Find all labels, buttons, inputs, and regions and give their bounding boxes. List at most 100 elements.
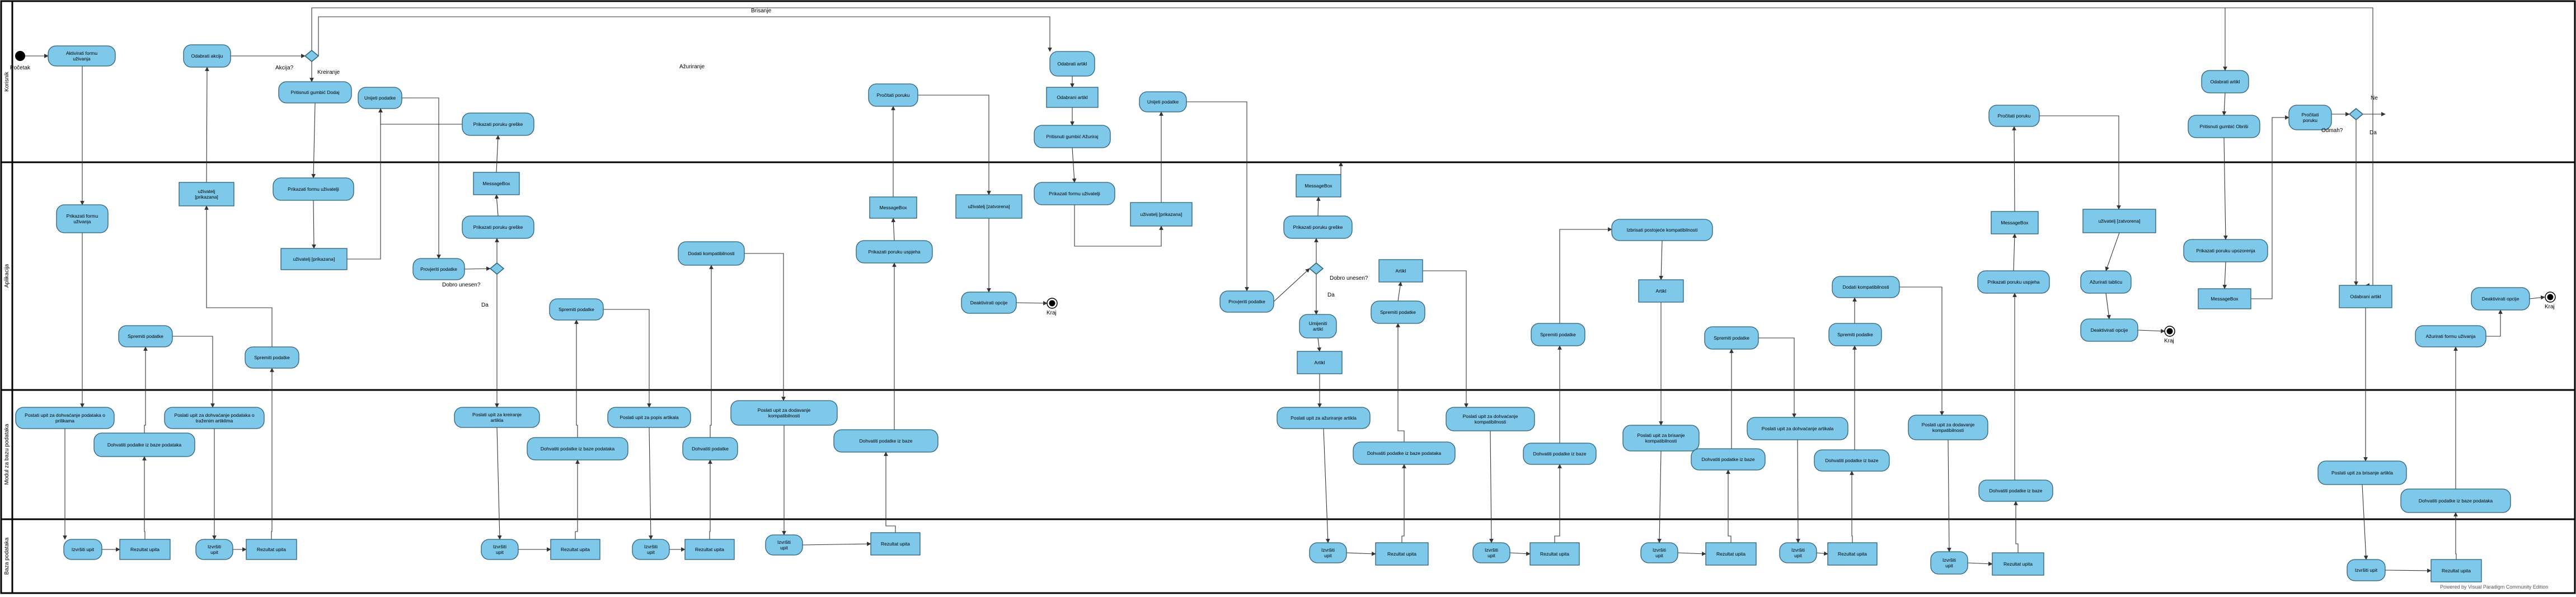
activity-node-n14: Pritisnuti gumbić Dodaj [278,81,352,104]
node-shape [2198,288,2251,309]
node-label: Prikazati poruku upozorenja [2196,248,2255,253]
lane-label-korisnik: Korisnik [4,71,10,92]
control-flow [2105,232,2120,271]
node-label: Provjeriti podatke [1228,299,1265,304]
node-shape [358,87,402,109]
node-label: Spremiti podatke [254,355,290,360]
node-label: uživatelj [zatvorena] [968,204,1010,209]
activity-node-n45: uživatelj [prikazana] [1130,202,1193,227]
control-flow [1423,270,1468,408]
activity-node-n38: Pročitati poruku [868,83,918,107]
node-shape [1827,542,1878,566]
node-label: uživatelj [prikazana] [293,256,335,262]
control-flow [1509,551,1531,556]
node-shape [1299,314,1337,339]
lane-label-modul: Modul za bazu podataka [4,424,10,485]
activity-node-n83: uživatelj [zatvorena] [2082,209,2156,233]
activity-node-n11: Spremiti podatke [245,346,299,369]
activity-node-n67: Rezultat upita [1705,542,1757,566]
control-flow [575,459,580,539]
node-shape [1219,290,1274,313]
node-shape [56,204,109,233]
node-shape [730,400,838,426]
guard-labels: Akcija? Kreiranje Ažuriranje Brisanje Do… [275,8,2555,344]
node-shape [1472,542,1510,563]
activity-node-n13: Odabrati akciju [183,44,231,68]
node-shape [2317,460,2407,485]
decision-valid-1 [489,262,505,275]
activity-node-n41: Odabrati artikl [1049,51,1095,77]
control-flow [402,97,441,259]
node-label: Rezultat upita [257,547,286,552]
control-flow [744,253,786,401]
activity-node-n29: Rezultat upita [684,539,735,560]
label-da-2: Da [1327,292,1335,298]
activity-node-n82: Pročitati poruku [1988,105,2040,127]
activity-node-n44: Prikazati formu uživatelji [1034,182,1115,205]
control-flow [1659,240,1664,280]
node-label: Dohvatiti podatke iz baze [1990,488,2043,493]
control-flow [1346,551,1376,556]
node-shape [1353,441,1456,465]
initial-node: Početak [10,51,31,71]
node-shape [1691,448,1766,471]
node-shape [2188,115,2260,138]
node-shape [684,539,735,560]
node-shape [164,407,265,429]
node-shape [1297,351,1343,374]
node-label: Deaktivirati opcije [2091,327,2128,333]
node-label: Dohvatiti podatke iz baze podataka [107,442,182,448]
activity-node-n27: Poslati upit za popis artikala [607,407,691,428]
control-flow [574,319,579,438]
control-flow [1559,227,1612,323]
activity-node-n74: Spremiti podatke [1828,323,1882,346]
activity-node-n26: Spremiti podatke [549,298,604,321]
node-label: Pročitati poruku [876,92,909,98]
node-shape [1523,443,1597,465]
control-flow [2529,295,2545,300]
node-shape [1779,542,1817,563]
control-flow [2486,309,2503,337]
label-kreiranje: Kreiranje [317,69,340,76]
node-label: Dohvatiti podatke iz baze podataka [541,446,615,452]
activity-node-n18: Provjeriti podatke [412,258,465,280]
decision-akcija [304,50,320,62]
node-shape [870,532,921,556]
node-shape [2347,559,2386,581]
control-flow [318,16,1052,56]
control-flow [347,108,383,260]
node-shape [1977,270,2050,294]
node-label: Dohvatiti podatke iz baze [1702,457,1755,462]
node-shape [473,172,520,195]
node-shape [1828,323,1882,346]
activity-node-n5: Rezultat upita [119,539,171,560]
activity-node-n95: Dohvatiti podatke iz baze podataka [2400,488,2511,513]
node-shape [454,407,540,428]
label-odmah: Odmah? [2321,128,2343,134]
activity-node-n4: Izvršiti upit [63,539,102,560]
node-label: Prikazati poruku greške [1293,224,1343,230]
activity-node-n49: Prikazati poruku greške [1283,215,1353,239]
activity-node-n78: Rezultat upita [1992,552,2044,576]
node-shape [1529,542,1580,566]
node-shape [1371,300,1425,324]
node-label: Rezultat upita [2442,568,2471,574]
node-label: Odabrani artikl [1057,95,1087,100]
control-flow [884,452,896,533]
node-label: Rezultat upita [1716,551,1746,557]
activity-node-n21: Prikazati poruku greške [462,215,534,239]
activity-node-n6: Dohvatiti podatke iz baze podataka [93,433,195,457]
footer-credit: Powered by Visual Paradigm Community Edi… [2440,584,2549,590]
control-flow [311,102,316,178]
control-flow [1816,551,1828,556]
node-shape [527,437,628,460]
node-label: Odabrati artikl [2211,79,2240,84]
control-flow [1657,450,1662,543]
activity-node-n79: Dohvatiti podatke iz baze [1978,480,2053,502]
activity-node-n92: Poslati upit za brisanje artikla [2317,460,2407,485]
activity-node-n10: Rezultat upita [246,539,297,560]
